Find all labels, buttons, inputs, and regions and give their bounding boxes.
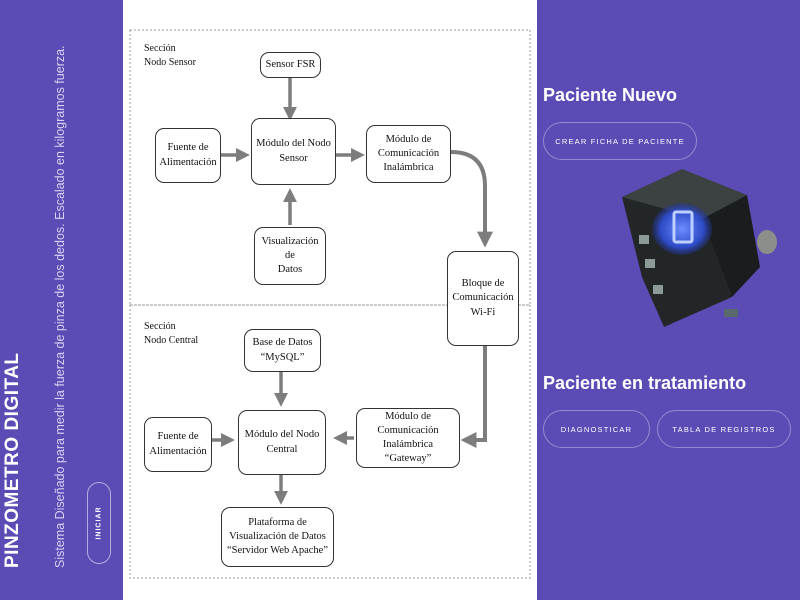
device-connector [724,309,738,317]
device-button-2 [645,259,655,268]
new-patient-title: Paciente Nuevo [543,85,678,105]
device-button-3 [653,285,663,294]
section-frame-central [129,304,531,579]
device-photo [622,169,777,327]
device-top-face [622,169,747,219]
device-button-1 [639,235,649,244]
box-sensor-fsr: Sensor FSR [260,52,321,78]
box-database: Base de Datos “MySQL” [244,329,321,372]
records-table-button[interactable]: TABLA DE REGISTROS [657,410,791,448]
display-digits [672,210,694,244]
start-button[interactable]: INICIAR [87,482,111,564]
box-wifi-block: Bloque de Comunicación Wi-Fi [447,251,519,346]
box-power-supply-central: Fuente de Alimentación [144,417,212,472]
box-sensor-module: Módulo del Nodo Sensor [251,118,336,185]
display-glow [652,203,712,255]
box-web-platform: Plataforma de Visualización de Datos “Se… [221,507,334,567]
right-panel: Paciente Nuevo CREAR FICHA DE PACIENTE P… [537,0,800,600]
section-frame-sensor [129,29,531,306]
in-treatment-title: Paciente en tratamiento [543,373,747,393]
box-power-supply-sensor: Fuente de Alimentación [155,128,221,183]
box-data-visualization: Visualización de Datos [254,227,326,285]
start-button-label: INICIAR [95,506,103,540]
device-knob [757,230,777,254]
box-gateway-module: Módulo de Comunicación Inalámbrica “Gate… [356,408,460,468]
diagnose-button[interactable]: DIAGNOSTICAR [543,410,650,448]
section-label-central: Sección Nodo Central [144,321,199,346]
system-block-diagram: Sección Nodo Sensor Sección Nodo Central… [123,0,537,600]
device-side-face [702,195,760,297]
arrow-wifi-to-gateway [460,346,487,448]
diagram-connectors [129,29,531,579]
box-wireless-module: Módulo de Comunicación Inalámbrica [366,125,451,183]
app-subtitle: Sistema Diseñado para medir la fuerza de… [53,45,67,568]
section-label-sensor: Sección Nodo Sensor [144,43,196,68]
app-title: PINZOMETRO DIGITAL [2,352,23,568]
create-patient-record-button[interactable]: CREAR FICHA DE PACIENTE [543,122,697,160]
box-central-module: Módulo del Nodo Central [238,410,326,475]
left-sidebar: PINZOMETRO DIGITAL Sistema Diseñado para… [0,0,123,600]
arrow-wireless-to-wifi [450,150,493,248]
